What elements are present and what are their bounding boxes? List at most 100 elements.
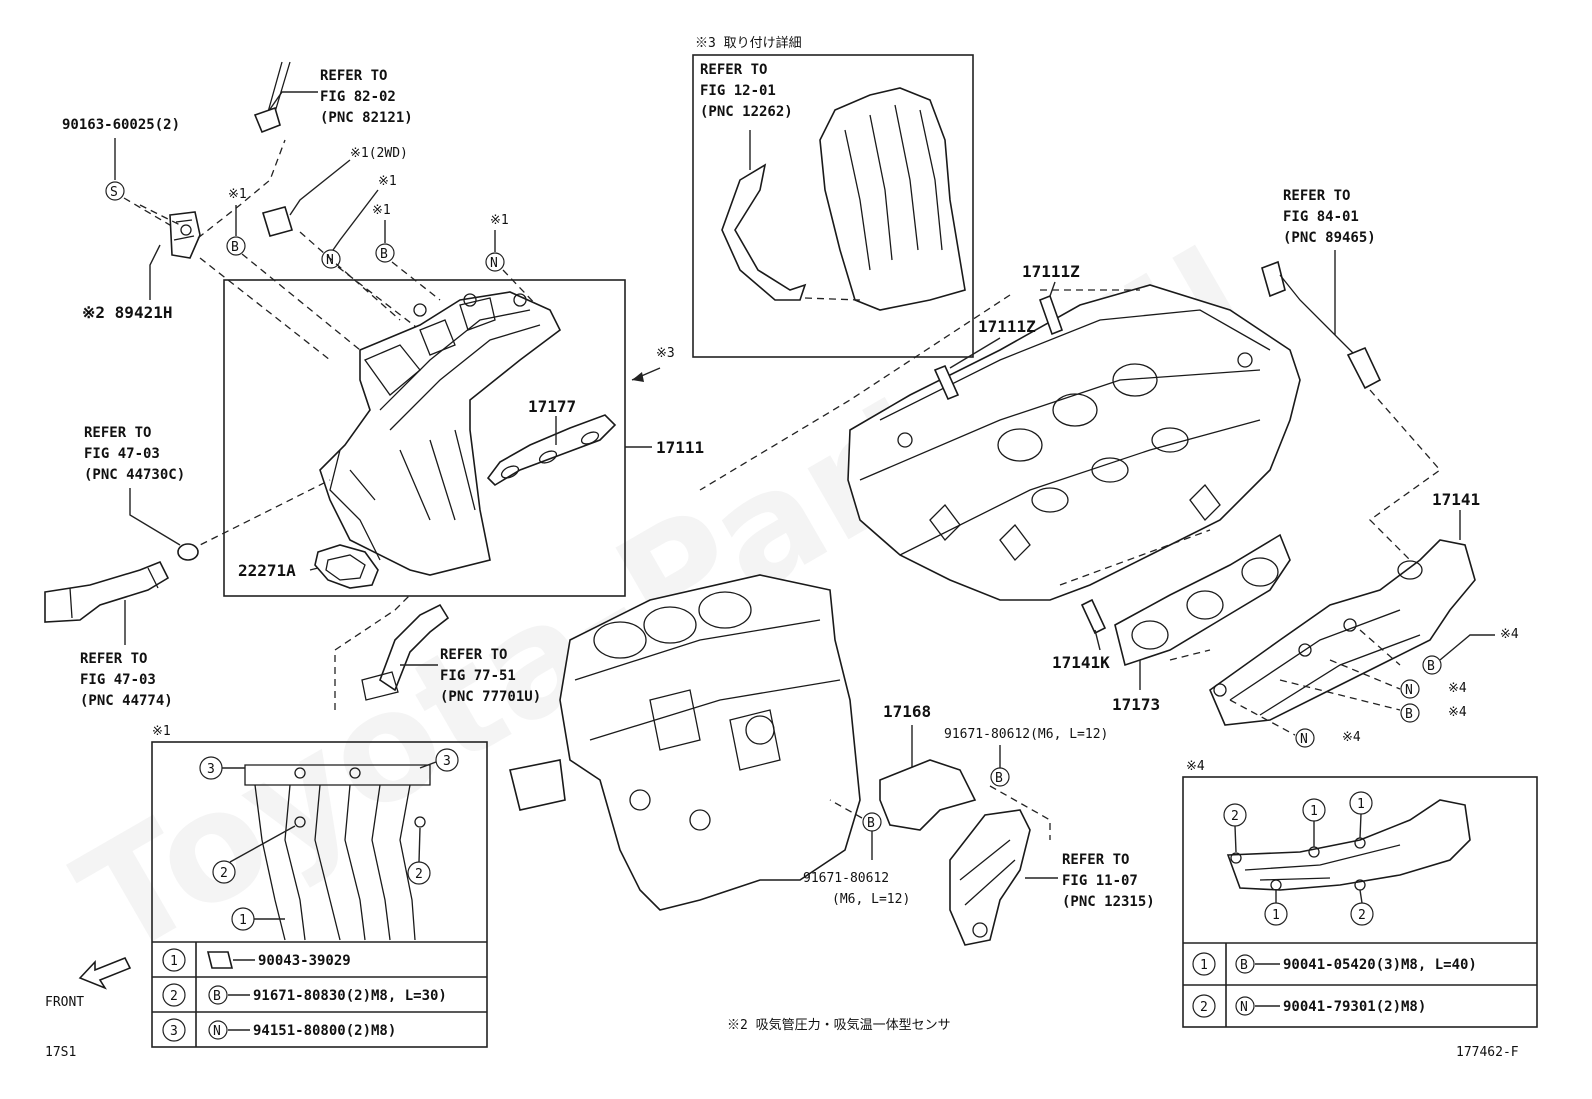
- detail-4-frame: [1182, 776, 1538, 1028]
- svg-text:1: 1: [1310, 804, 1318, 819]
- svg-text:N: N: [1240, 1000, 1248, 1015]
- symbol-s-icon: [105, 181, 125, 201]
- svg-text:2: 2: [170, 989, 178, 1004]
- svg-text:B: B: [1240, 958, 1248, 973]
- table-row: 2 N 90041-79301(2)M8): [1192, 994, 1426, 1018]
- svg-text:2: 2: [1358, 908, 1366, 923]
- svg-text:2: 2: [220, 866, 228, 881]
- part-17141: 17141: [1432, 490, 1480, 509]
- note-4-b2: ※4: [1448, 705, 1467, 720]
- note-1-c: ※1: [372, 203, 391, 218]
- refer-fig-82-02: REFER TO FIG 82-02 (PNC 82121): [320, 68, 413, 126]
- part-17141k: 17141K: [1052, 653, 1110, 672]
- part-89421h: ※2 89421H: [82, 303, 172, 322]
- detail-3-frame: [692, 54, 974, 358]
- symbol-b-icon-c: [1422, 655, 1442, 675]
- exhaust-manifold-17141: [1209, 539, 1476, 726]
- note-4-n1: ※4: [1448, 681, 1467, 696]
- part-91671-80612-top: 91671-80612(M6, L=12): [944, 727, 1108, 742]
- part-17111z-a: 17111Z: [1022, 262, 1080, 281]
- part-91671-80612-bottom: 91671-80612 (M6, L=12): [803, 871, 910, 907]
- svg-text:1: 1: [1200, 958, 1208, 973]
- svg-text:N: N: [213, 1024, 221, 1039]
- svg-text:FIG 47-03: FIG 47-03: [84, 446, 160, 462]
- bracket-17168: [879, 759, 977, 831]
- detail-4-manifold: [1226, 799, 1471, 891]
- svg-text:B: B: [1427, 659, 1435, 674]
- svg-text:94151-80800(2)M8): 94151-80800(2)M8): [253, 1023, 396, 1039]
- svg-text:91671-80830(2)M8, L=30): 91671-80830(2)M8, L=30): [253, 988, 447, 1004]
- svg-text:N: N: [1300, 732, 1308, 747]
- nozzle-sleeve-icon: [261, 206, 294, 237]
- svg-text:REFER TO: REFER TO: [440, 647, 507, 663]
- svg-text:(PNC 44774): (PNC 44774): [80, 693, 173, 709]
- svg-text:91671-80612: 91671-80612: [803, 871, 889, 886]
- refer-fig-12-01: REFER TO FIG 12-01 (PNC 12262): [700, 62, 793, 120]
- part-17173: 17173: [1112, 695, 1160, 714]
- svg-text:N: N: [326, 253, 334, 268]
- detail-1-table: 1 90043-39029 2 B 91671-80830(2)M8, L=30…: [152, 941, 487, 1047]
- refer-fig-47-03-top: REFER TO FIG 47-03 (PNC 44730C): [84, 425, 185, 483]
- stud-17111z-b: [933, 364, 960, 401]
- svg-text:90043-39029: 90043-39029: [258, 953, 351, 969]
- detail-1-frame: [151, 741, 488, 1048]
- symbol-n-icon-b: [485, 252, 505, 272]
- symbol-n-icon-c: [1400, 679, 1420, 699]
- part-17168: 17168: [883, 702, 931, 721]
- svg-text:1: 1: [1272, 908, 1280, 923]
- oxygen-sensor: [1261, 260, 1382, 390]
- svg-text:1: 1: [1357, 797, 1365, 812]
- svg-text:3: 3: [207, 762, 215, 777]
- refer-fig-11-07: REFER TO FIG 11-07 (PNC 12315): [1062, 852, 1155, 910]
- svg-text:(PNC 77701U): (PNC 77701U): [440, 689, 541, 705]
- svg-text:B: B: [995, 771, 1003, 786]
- svg-text:REFER TO: REFER TO: [80, 651, 147, 667]
- note-4-n2: ※4: [1342, 730, 1361, 745]
- refer-82-02-line3: (PNC 82121): [320, 110, 413, 126]
- svg-text:3: 3: [170, 1024, 178, 1039]
- symbol-n-icon-d: [1295, 728, 1315, 748]
- detail-1-manifold: [244, 764, 431, 941]
- note-3-arrow: ※3: [656, 346, 675, 361]
- part-17177: 17177: [528, 397, 576, 416]
- symbol-b-icon-b: [375, 243, 395, 263]
- svg-text:REFER TO: REFER TO: [1283, 188, 1350, 204]
- svg-text:(PNC 12262): (PNC 12262): [700, 104, 793, 120]
- front-arrow-icon: [78, 956, 132, 990]
- svg-text:3: 3: [443, 754, 451, 769]
- intake-manifold-17111: [319, 291, 562, 576]
- table-row: 2 B 91671-80830(2)M8, L=30): [162, 983, 447, 1007]
- refer-fig-47-03-bottom: REFER TO FIG 47-03 (PNC 44774): [80, 651, 173, 709]
- table-row: 1 B 90041-05420(3)M8, L=40): [1192, 952, 1477, 976]
- svg-text:S: S: [110, 185, 118, 200]
- cylinder-head: [847, 284, 1301, 601]
- svg-text:(M6, L=12): (M6, L=12): [832, 892, 910, 907]
- svg-text:2: 2: [415, 867, 423, 882]
- connector-icon: [253, 106, 281, 134]
- stud-17141k: [1080, 598, 1107, 635]
- pcv-hose: [361, 603, 450, 701]
- svg-text:(PNC 89465): (PNC 89465): [1283, 230, 1376, 246]
- detail-4-table: 1 B 90041-05420(3)M8, L=40) 2 N 90041-79…: [1183, 942, 1537, 1027]
- svg-text:90041-05420(3)M8, L=40): 90041-05420(3)M8, L=40): [1283, 957, 1477, 973]
- symbol-b-icon-a: [226, 236, 246, 256]
- svg-text:2: 2: [1200, 1000, 1208, 1015]
- cylinder-block: [509, 574, 861, 911]
- detail-3-title: ※3 取り付け詳細: [695, 35, 802, 51]
- map-sensor-89421h: [169, 211, 201, 259]
- note-2-text: ※2 吸気管圧力・吸気温一体型センサ: [727, 1017, 951, 1033]
- symbol-b-icon-e: [990, 767, 1010, 787]
- engine-mount: [949, 809, 1031, 946]
- part-90163-60025: 90163-60025(2): [62, 117, 180, 133]
- svg-text:N: N: [490, 256, 498, 271]
- front-indicator: FRONT: [45, 956, 132, 1010]
- svg-text:FIG 12-01: FIG 12-01: [700, 83, 776, 99]
- svg-text:FIG 47-03: FIG 47-03: [80, 672, 156, 688]
- note-1-2wd: ※1(2WD): [350, 146, 408, 161]
- exhaust-gasket-17173: [1114, 533, 1291, 667]
- svg-text:2: 2: [1231, 809, 1239, 824]
- svg-text:1: 1: [239, 913, 247, 928]
- figure-code-right: 177462-F: [1456, 1045, 1519, 1060]
- note-1-d: ※1: [490, 213, 509, 228]
